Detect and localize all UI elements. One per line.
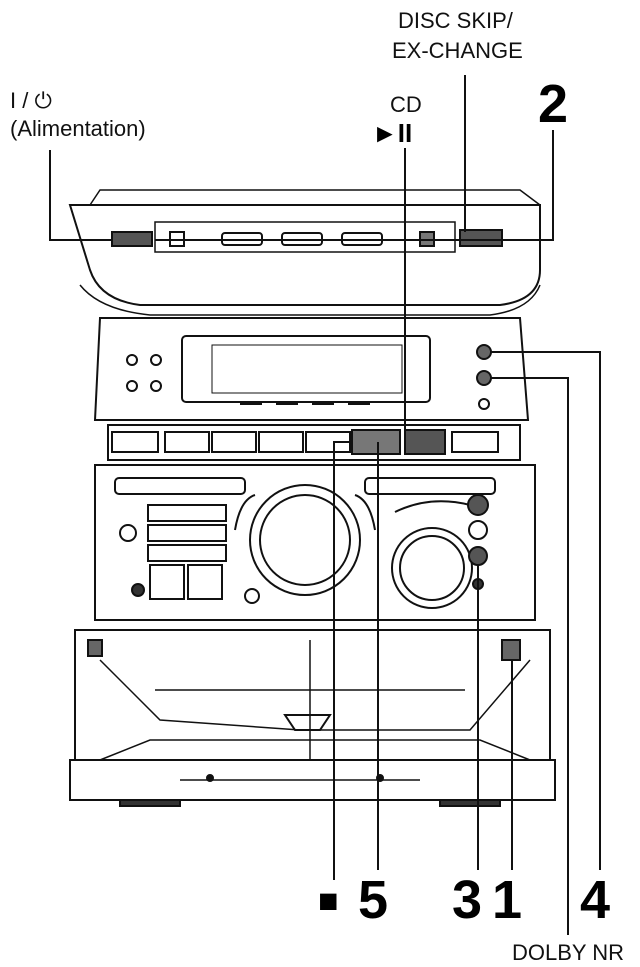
power-symbol-label: I / ⏻ — [10, 88, 52, 113]
volume-dial — [249, 484, 361, 596]
disc-skip-button — [459, 229, 503, 247]
stereo-unit — [68, 189, 556, 807]
leader-lines — [49, 75, 601, 935]
button-3-target — [468, 546, 488, 566]
cd-label: CD — [390, 92, 422, 117]
power-text-label: (Alimentation) — [10, 116, 146, 141]
callout-1: 1 — [492, 870, 522, 930]
leader-stop — [333, 441, 352, 880]
dolby-nr-button — [476, 344, 492, 360]
cd-changer-lid — [68, 204, 541, 306]
play-pause-button — [404, 429, 446, 455]
leader-dolby-nr — [491, 377, 569, 935]
leader-4 — [491, 351, 601, 870]
callout-2-top: 2 — [538, 74, 568, 134]
dolby-nr-label: DOLBY NR — [512, 940, 624, 965]
leader-power — [49, 150, 112, 241]
display-panel — [93, 317, 530, 421]
callout-3: 3 — [452, 870, 482, 930]
jog-dial — [391, 527, 473, 609]
leader-2-top — [155, 130, 554, 241]
disc-skip-label-line1: DISC SKIP/ — [398, 8, 514, 33]
play-pause-label: ►II — [372, 118, 412, 148]
callout-5: 5 — [358, 870, 388, 930]
disc-skip-label-line2: EX-CHANGE — [392, 38, 523, 63]
stop-symbol-label: ■ — [318, 882, 339, 920]
power-button — [111, 231, 153, 247]
cd-tray-panel — [154, 221, 456, 253]
stop-button — [351, 429, 401, 455]
button-4-target — [476, 370, 492, 386]
display-window — [181, 335, 431, 403]
callout-4: 4 — [580, 870, 610, 930]
